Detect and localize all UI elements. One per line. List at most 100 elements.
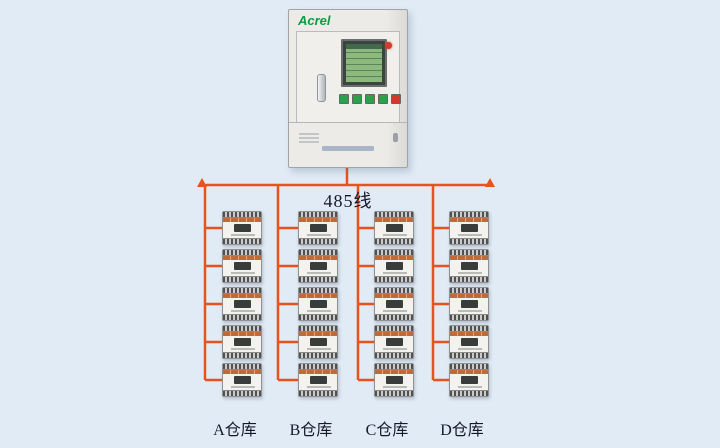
meter-face xyxy=(375,374,413,390)
meter-lcd xyxy=(234,224,251,232)
meter-face xyxy=(450,222,488,238)
terminal-strip-bottom xyxy=(450,238,488,244)
terminal-strip-top xyxy=(450,288,488,294)
terminal-strip-bottom xyxy=(375,390,413,396)
panel-button-1 xyxy=(339,94,349,104)
meter-label-line xyxy=(383,234,407,236)
panel-button-5 xyxy=(391,94,401,104)
terminal-strip-top xyxy=(223,326,261,332)
meter-label-line xyxy=(458,234,482,236)
meter-face xyxy=(299,336,337,352)
meter-brand-stripe xyxy=(375,370,413,374)
meter-face xyxy=(375,336,413,352)
terminal-strip-top xyxy=(450,326,488,332)
meter-face xyxy=(223,298,261,314)
energy-meter-C-4 xyxy=(374,325,414,359)
door-seam xyxy=(289,122,407,123)
energy-meter-D-4 xyxy=(449,325,489,359)
terminal-strip-top xyxy=(223,212,261,218)
warehouse-label-a: A仓库 xyxy=(213,422,257,439)
meter-label-line xyxy=(383,310,407,312)
meter-brand-stripe xyxy=(299,294,337,298)
terminal-strip-bottom xyxy=(299,352,337,358)
terminal-strip-bottom xyxy=(223,390,261,396)
energy-meter-C-1 xyxy=(374,211,414,245)
meter-face xyxy=(450,260,488,276)
meter-brand-stripe xyxy=(375,218,413,222)
terminal-strip-top xyxy=(375,212,413,218)
energy-meter-C-3 xyxy=(374,287,414,321)
meter-face xyxy=(299,298,337,314)
terminal-strip-top xyxy=(299,250,337,256)
meter-label-line xyxy=(307,348,331,350)
meter-brand-stripe xyxy=(299,218,337,222)
terminal-strip-top xyxy=(375,250,413,256)
meter-lcd xyxy=(461,262,478,270)
terminal-strip-top xyxy=(375,326,413,332)
energy-meter-D-2 xyxy=(449,249,489,283)
terminal-strip-bottom xyxy=(375,276,413,282)
meter-lcd xyxy=(310,338,327,346)
meter-brand-stripe xyxy=(450,294,488,298)
cabinet-inner-panel xyxy=(296,31,401,123)
bus-label: 485线 xyxy=(323,191,373,211)
meter-label-line xyxy=(307,272,331,274)
panel-button-4 xyxy=(378,94,388,104)
meter-face xyxy=(223,222,261,238)
acrel-logo: Acrel xyxy=(298,13,331,28)
meter-brand-stripe xyxy=(450,332,488,336)
terminal-strip-bottom xyxy=(299,314,337,320)
energy-meter-A-5 xyxy=(222,363,262,397)
meter-face xyxy=(223,374,261,390)
meter-brand-stripe xyxy=(223,218,261,222)
meter-label-line xyxy=(458,310,482,312)
terminal-strip-bottom xyxy=(299,390,337,396)
meter-lcd xyxy=(310,300,327,308)
terminal-strip-top xyxy=(299,364,337,370)
meter-label-line xyxy=(383,348,407,350)
indicator-tube xyxy=(317,74,326,102)
meter-lcd xyxy=(461,376,478,384)
meter-brand-stripe xyxy=(375,294,413,298)
meter-label-line xyxy=(307,234,331,236)
energy-meter-A-2 xyxy=(222,249,262,283)
meter-face xyxy=(450,336,488,352)
energy-meter-B-3 xyxy=(298,287,338,321)
energy-meter-B-5 xyxy=(298,363,338,397)
meter-lcd xyxy=(386,224,403,232)
terminal-strip-top xyxy=(299,212,337,218)
meter-brand-stripe xyxy=(299,370,337,374)
meter-lcd xyxy=(461,224,478,232)
vent-slots-icon xyxy=(299,131,319,143)
terminal-strip-bottom xyxy=(450,314,488,320)
meter-label-line xyxy=(458,386,482,388)
meter-label-line xyxy=(231,348,255,350)
panel-button-3 xyxy=(365,94,375,104)
gateway-cabinet: Acrel xyxy=(288,9,408,168)
meter-face xyxy=(299,222,337,238)
meter-face xyxy=(299,260,337,276)
terminal-strip-bottom xyxy=(450,276,488,282)
energy-meter-B-1 xyxy=(298,211,338,245)
terminal-strip-bottom xyxy=(375,238,413,244)
meter-face xyxy=(375,260,413,276)
meter-brand-stripe xyxy=(299,256,337,260)
meter-lcd xyxy=(386,262,403,270)
meter-lcd xyxy=(386,338,403,346)
meter-lcd xyxy=(234,376,251,384)
terminal-strip-bottom xyxy=(223,276,261,282)
bus-arrowhead xyxy=(485,178,495,187)
lcd-screen xyxy=(346,44,382,82)
bus-arrowhead xyxy=(197,178,207,187)
energy-meter-D-5 xyxy=(449,363,489,397)
energy-meter-D-1 xyxy=(449,211,489,245)
meter-label-line xyxy=(231,234,255,236)
meter-lcd xyxy=(386,300,403,308)
meter-lcd xyxy=(310,262,327,270)
terminal-strip-top xyxy=(299,288,337,294)
terminal-strip-top xyxy=(450,250,488,256)
energy-meter-D-3 xyxy=(449,287,489,321)
meter-lcd xyxy=(234,338,251,346)
